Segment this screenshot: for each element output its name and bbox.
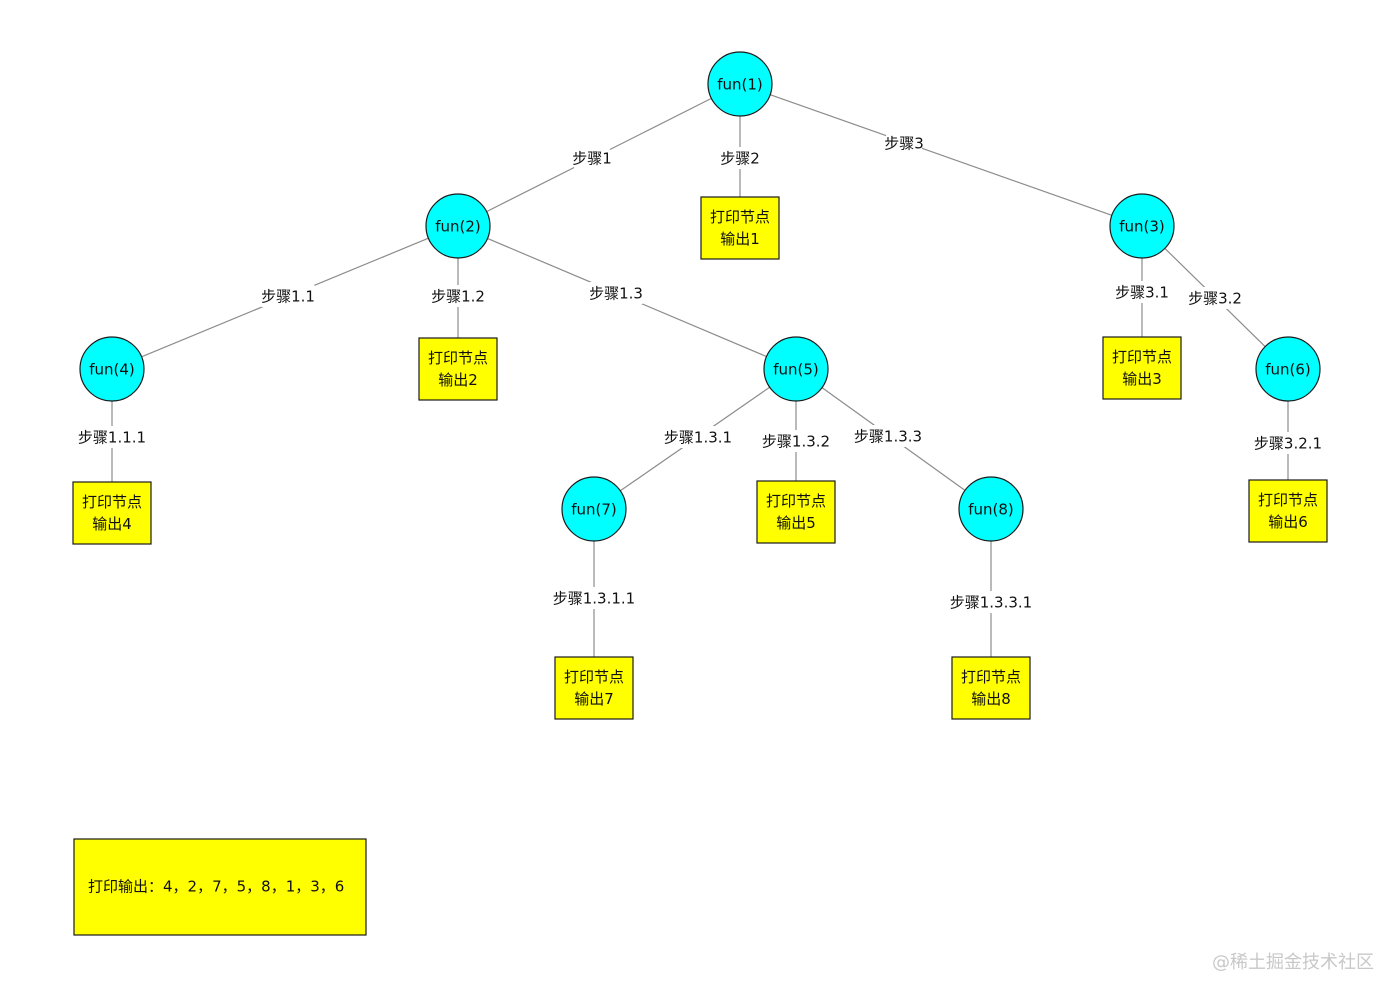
edge-label: 步骤3.2 bbox=[1188, 290, 1242, 308]
fn-node-f5: fun(5) bbox=[763, 336, 829, 402]
print-node-box bbox=[418, 337, 498, 401]
edge-label-bg bbox=[1188, 287, 1242, 309]
fn-node-label: fun(4) bbox=[89, 361, 135, 379]
print-node-line: 打印节点 bbox=[428, 349, 488, 367]
edge-label: 步骤1.1.1 bbox=[78, 429, 146, 447]
edge-label-bg bbox=[662, 426, 734, 448]
fn-node-f2: fun(2) bbox=[425, 193, 491, 259]
edges-layer: 步骤1 步骤2 步骤3 步骤1.1 步骤1.2 步骤1.3 步骤1.1.1 步骤1.3.1 步骤… bbox=[76, 94, 1324, 657]
fn-node-circle bbox=[561, 476, 627, 542]
print-node-box bbox=[554, 656, 634, 720]
edge-label: 步骤3.1 bbox=[1115, 284, 1169, 302]
print-node-line: 输出6 bbox=[1268, 513, 1308, 531]
print-node-box bbox=[756, 480, 836, 544]
edge-label: 步骤1.2 bbox=[431, 288, 485, 306]
edge-label: 步骤1.3.3.1 bbox=[950, 594, 1032, 612]
print-node-box bbox=[72, 481, 152, 545]
edge-label-bg bbox=[574, 147, 610, 169]
fn-node-f3: fun(3) bbox=[1109, 193, 1175, 259]
fn-node-f4: fun(4) bbox=[79, 336, 145, 402]
print-node-line: 打印节点 bbox=[766, 492, 826, 510]
edge-label-bg bbox=[431, 285, 485, 307]
nodes-layer: fun(1) fun(2) fun(3) fun(4) fun(5) fun(6) fun(… bbox=[72, 51, 1328, 720]
fn-node-circle bbox=[1255, 336, 1321, 402]
edge-label-bg bbox=[550, 587, 638, 609]
print-node-line: 输出5 bbox=[776, 514, 816, 532]
fn-node-circle bbox=[79, 336, 145, 402]
edge-label: 步骤2 bbox=[720, 150, 760, 168]
fn-node-circle bbox=[958, 476, 1024, 542]
edge-label-bg bbox=[589, 282, 643, 304]
edge-label: 步骤1.1 bbox=[261, 288, 315, 306]
edge-label: 步骤1 bbox=[572, 150, 612, 168]
print-node-line: 打印节点 bbox=[82, 493, 142, 511]
print-node-line: 输出1 bbox=[720, 230, 760, 248]
fn-node-circle bbox=[707, 51, 773, 117]
fn-node-label: fun(3) bbox=[1119, 218, 1165, 236]
edge-label-bg bbox=[947, 591, 1035, 613]
summary-text: 打印输出：4，2，7，5，8，1，3，6 bbox=[88, 878, 344, 896]
fn-node-circle bbox=[763, 336, 829, 402]
fn-node-f7: fun(7) bbox=[561, 476, 627, 542]
fn-node-label: fun(7) bbox=[571, 501, 617, 519]
print-node-line: 打印节点 bbox=[564, 668, 624, 686]
fn-node-f6: fun(6) bbox=[1255, 336, 1321, 402]
fn-node-label: fun(1) bbox=[717, 76, 763, 94]
print-node-box bbox=[1102, 336, 1182, 400]
fn-node-label: fun(6) bbox=[1265, 361, 1311, 379]
print-node-box bbox=[1248, 479, 1328, 543]
edge-label-bg bbox=[1115, 281, 1169, 303]
edge-label: 步骤1.3 bbox=[589, 285, 643, 303]
print-node-line: 输出3 bbox=[1122, 370, 1162, 388]
edge-label-bg bbox=[261, 285, 315, 307]
edge-label-bg bbox=[1252, 432, 1324, 454]
edge-line-e3 bbox=[769, 94, 1113, 216]
edge-label: 步骤3.2.1 bbox=[1254, 435, 1322, 453]
fn-node-f8: fun(8) bbox=[958, 476, 1024, 542]
print-node-line: 打印节点 bbox=[710, 208, 770, 226]
edge-label-bg bbox=[722, 147, 758, 169]
print-node-line: 输出8 bbox=[971, 690, 1011, 708]
print-node-line: 打印节点 bbox=[961, 668, 1021, 686]
print-node-line: 输出7 bbox=[574, 690, 614, 708]
print-node-line: 输出2 bbox=[438, 371, 478, 389]
edge-label: 步骤1.3.1.1 bbox=[553, 590, 635, 608]
print-node-box bbox=[951, 656, 1031, 720]
edge-label: 步骤1.3.1 bbox=[664, 429, 732, 447]
edge-label-bg bbox=[76, 426, 148, 448]
watermark: @稀土掘金技术社区 bbox=[1212, 952, 1374, 973]
edge-label-bg bbox=[852, 425, 924, 447]
print-node-line: 打印节点 bbox=[1112, 348, 1172, 366]
edge-label-bg bbox=[760, 430, 832, 452]
edge-label: 步骤3 bbox=[884, 135, 924, 153]
edge-label-bg bbox=[886, 132, 922, 154]
fn-node-f1: fun(1) bbox=[707, 51, 773, 117]
fn-node-circle bbox=[425, 193, 491, 259]
fn-node-label: fun(5) bbox=[773, 361, 819, 379]
summary-box bbox=[73, 838, 367, 936]
fn-node-circle bbox=[1109, 193, 1175, 259]
print-node-box bbox=[700, 196, 780, 260]
summary-panel: 打印输出：4，2，7，5，8，1，3，6 bbox=[73, 838, 367, 936]
print-node-line: 输出4 bbox=[92, 515, 132, 533]
edge-label: 步骤1.3.3 bbox=[854, 428, 922, 446]
fn-node-label: fun(8) bbox=[968, 501, 1014, 519]
fn-node-label: fun(2) bbox=[435, 218, 481, 236]
edge-label: 步骤1.3.2 bbox=[762, 433, 830, 451]
print-node-line: 打印节点 bbox=[1258, 491, 1318, 509]
